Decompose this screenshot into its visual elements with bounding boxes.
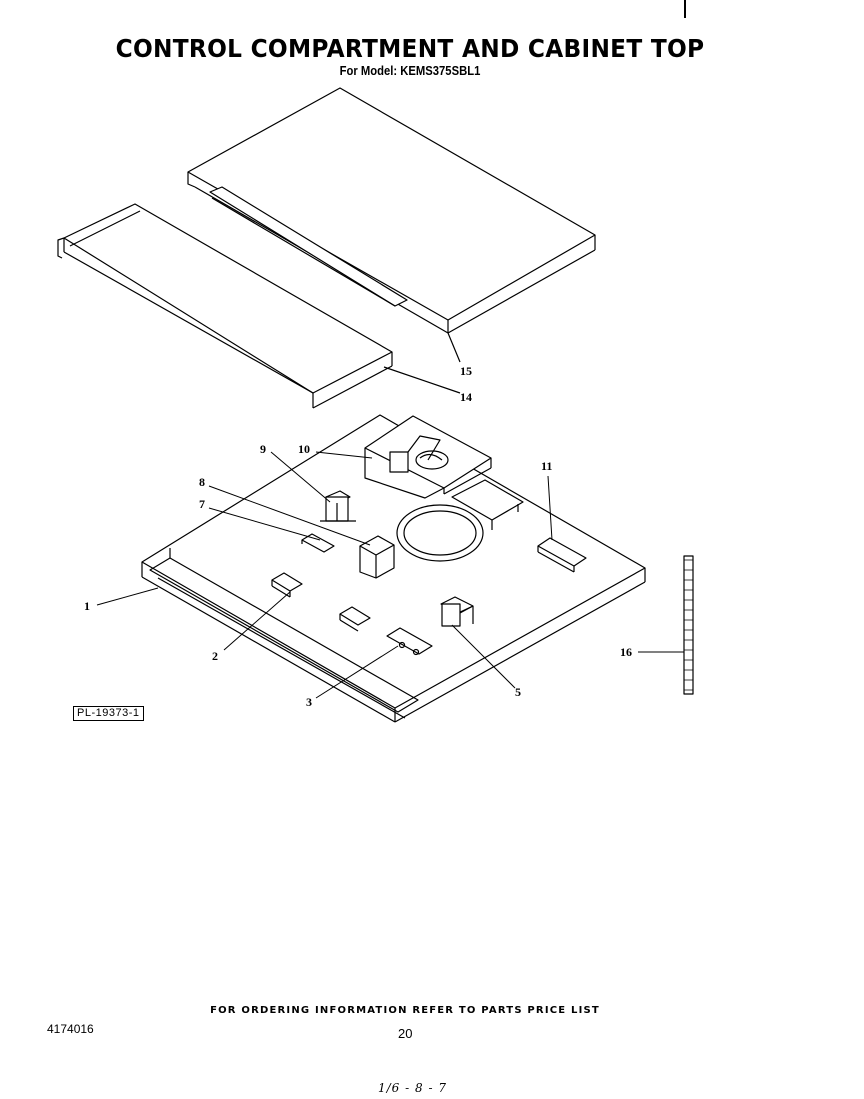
callout-16: 16 [620, 645, 632, 659]
document-number: 4174016 [47, 1022, 94, 1036]
plate-number: PL-19373-1 [73, 706, 144, 721]
model-label: For Model: KEMS375SBL1 [339, 64, 481, 78]
page-number: 20 [398, 1026, 413, 1041]
page-title: CONTROL COMPARTMENT AND CABINET TOP [115, 34, 705, 63]
callout-3: 3 [306, 695, 312, 709]
leader-lines [96, 451, 684, 699]
base-cutouts [396, 479, 524, 562]
ordering-note: FOR ORDERING INFORMATION REFER TO PARTS … [210, 1005, 600, 1016]
callout-10: 10 [298, 442, 310, 456]
blower-fan-assembly [364, 415, 492, 499]
terminal-connector [301, 533, 335, 553]
power-transformer [440, 596, 474, 627]
callout-8: 8 [199, 475, 205, 489]
handwritten-note: 1/6 - 8 - 7 [378, 1081, 447, 1095]
wire-strip [683, 555, 694, 695]
edge-mark [684, 0, 686, 18]
bracket-plate [386, 627, 433, 656]
callout-numbers: 1 2 3 5 7 8 9 10 11 14 15 16 [84, 364, 632, 709]
cabinet-top-panel [187, 87, 596, 363]
callout-2: 2 [212, 649, 218, 663]
callout-5: 5 [515, 685, 521, 699]
front-trim-panel [57, 203, 461, 409]
small-connector [339, 606, 371, 632]
callout-1: 1 [84, 599, 90, 613]
terminal-block [537, 537, 587, 573]
transformer [320, 490, 356, 522]
relay [359, 535, 395, 579]
callout-9: 9 [260, 442, 266, 456]
callout-11: 11 [541, 459, 552, 473]
callout-15: 15 [460, 364, 472, 378]
callout-14: 14 [460, 390, 472, 404]
callout-7: 7 [199, 497, 205, 511]
